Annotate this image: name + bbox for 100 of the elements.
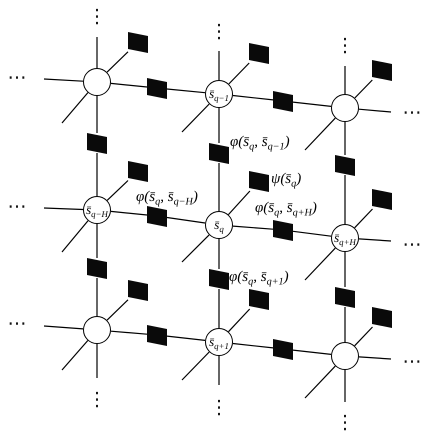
connector-line bbox=[344, 307, 346, 342]
continuation-dots: ⋯ bbox=[8, 70, 26, 86]
factor-label: φ(s̄$_{q}$, s̄$_{q−H}$) bbox=[136, 189, 198, 206]
factor-square bbox=[249, 170, 269, 192]
variable-circle bbox=[331, 224, 359, 252]
factor-square bbox=[209, 142, 229, 164]
connector-line bbox=[182, 352, 210, 380]
variable-label: s̄$_{q}$ bbox=[214, 218, 224, 232]
connector-line bbox=[228, 190, 250, 215]
factor-label: ψ(s̄$_{q}$) bbox=[271, 171, 302, 188]
connector-line bbox=[344, 66, 346, 94]
connector-line bbox=[344, 252, 346, 287]
continuation-dots: ⋮ bbox=[336, 38, 354, 54]
connector-line bbox=[110, 330, 148, 335]
variable-circle bbox=[205, 80, 233, 108]
factor-square bbox=[372, 60, 392, 80]
connector-line bbox=[96, 224, 98, 258]
connector-line bbox=[106, 299, 128, 321]
factor-square bbox=[147, 78, 167, 98]
connector-line bbox=[304, 366, 336, 398]
connector-line bbox=[110, 210, 148, 216]
continuation-dots: ⋯ bbox=[8, 199, 26, 215]
connector-line bbox=[304, 248, 336, 280]
connector-line bbox=[358, 356, 392, 360]
variable-circle bbox=[331, 342, 359, 370]
connector-line bbox=[358, 238, 392, 242]
connector-line bbox=[304, 118, 336, 150]
connector-line bbox=[96, 344, 98, 378]
connector-line bbox=[96, 37, 98, 68]
connector-line bbox=[166, 88, 206, 94]
connector-line bbox=[292, 230, 332, 237]
variable-label: s̄$_{q−1}$ bbox=[209, 86, 229, 102]
factor-square bbox=[335, 286, 355, 308]
variable-circle bbox=[205, 328, 233, 356]
factor-square bbox=[273, 338, 293, 360]
factor-square bbox=[87, 132, 107, 154]
continuation-dots: ⋮ bbox=[210, 400, 228, 416]
variable-label: s̄$_{q−H}$ bbox=[86, 202, 108, 218]
factor-square bbox=[147, 324, 167, 346]
connector-line bbox=[344, 122, 346, 155]
connector-line bbox=[344, 175, 346, 224]
connector-line bbox=[62, 220, 88, 252]
continuation-dots: ⋮ bbox=[88, 392, 106, 408]
continuation-dots: ⋮ bbox=[210, 24, 228, 40]
variable-circle bbox=[83, 196, 111, 224]
connector-line bbox=[110, 82, 148, 88]
connector-line bbox=[292, 350, 332, 355]
variable-circle bbox=[205, 211, 233, 239]
connector-line bbox=[232, 342, 274, 348]
factor-square bbox=[128, 280, 148, 300]
factor-square bbox=[273, 220, 293, 240]
connector-line bbox=[218, 289, 220, 328]
continuation-dots: ⋯ bbox=[402, 354, 422, 370]
connector-line bbox=[96, 96, 98, 133]
connector-line bbox=[354, 80, 373, 98]
variable-circle bbox=[83, 68, 111, 96]
factor-label: φ(s̄$_{q}$, s̄$_{q+H}$) bbox=[255, 200, 317, 216]
connector-line bbox=[354, 208, 373, 228]
connector-line bbox=[228, 62, 250, 84]
factor-square bbox=[147, 206, 167, 226]
continuation-dots: ⋮ bbox=[336, 415, 354, 431]
factor-square bbox=[87, 258, 107, 278]
continuation-dots: ⋯ bbox=[402, 237, 422, 253]
factor-square bbox=[273, 90, 293, 112]
connector-line bbox=[166, 216, 206, 224]
factor-square bbox=[128, 32, 148, 52]
connector-line bbox=[166, 336, 206, 341]
connector-line bbox=[218, 51, 220, 80]
connector-line bbox=[344, 370, 346, 402]
variable-label: s̄$_{q+H}$ bbox=[334, 230, 356, 246]
factor-label: φ(s̄$_{q}$, s̄$_{q−1}$) bbox=[230, 134, 290, 150]
variable-label: s̄$_{q+1}$ bbox=[209, 334, 229, 350]
variable-circle bbox=[331, 94, 359, 122]
connector-line bbox=[218, 108, 220, 143]
continuation-dots: ⋯ bbox=[402, 105, 422, 121]
factor-square bbox=[209, 268, 229, 290]
connector-line bbox=[62, 92, 88, 124]
connector-line bbox=[354, 326, 373, 346]
connector-line bbox=[228, 308, 250, 332]
connector-line bbox=[96, 278, 98, 316]
connector-line bbox=[182, 104, 210, 132]
connector-line bbox=[44, 325, 84, 330]
connector-line bbox=[218, 239, 220, 269]
factor-label: φ(s̄$_{q}$, s̄$_{q+1}$) bbox=[229, 269, 289, 286]
connector-line bbox=[62, 340, 88, 370]
continuation-dots: ⋯ bbox=[8, 316, 26, 332]
connector-line bbox=[182, 234, 210, 262]
factor-square bbox=[372, 188, 392, 210]
factor-square bbox=[249, 288, 269, 310]
connector-line bbox=[218, 163, 220, 211]
variable-circle bbox=[83, 316, 111, 344]
factor-square bbox=[128, 160, 148, 182]
connector-line bbox=[292, 102, 332, 107]
continuation-dots: ⋮ bbox=[88, 9, 106, 25]
connector-line bbox=[232, 226, 274, 230]
connector-line bbox=[44, 78, 84, 82]
factor-square bbox=[335, 154, 355, 176]
connector-line bbox=[106, 51, 128, 73]
factor-square bbox=[249, 42, 269, 64]
connector-line bbox=[218, 356, 220, 385]
